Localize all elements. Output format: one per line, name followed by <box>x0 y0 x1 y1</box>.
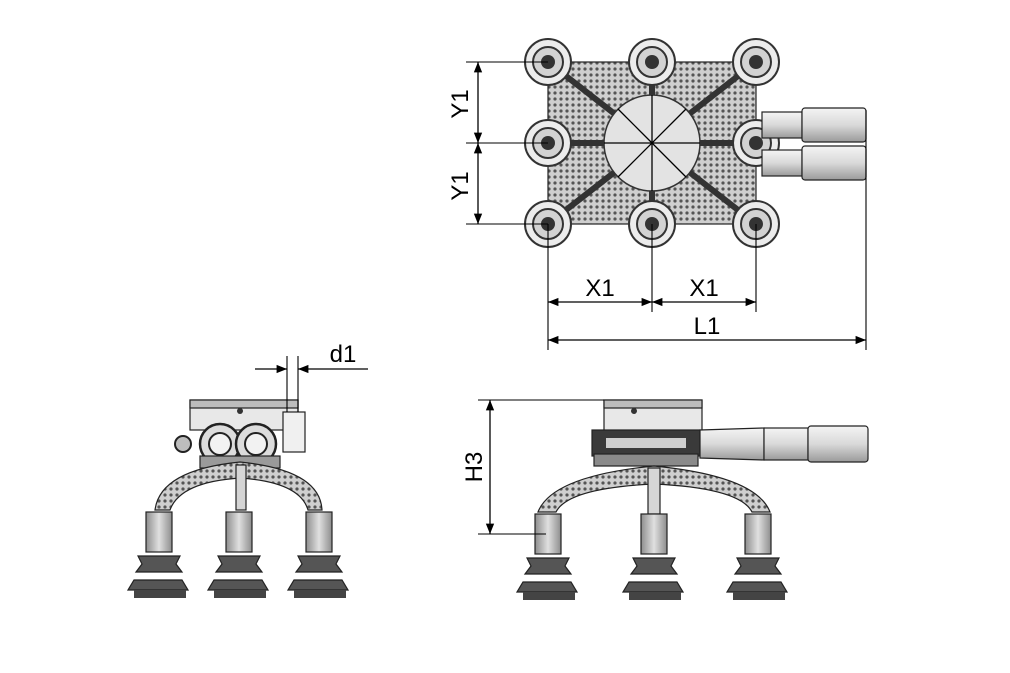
suction-cup-top <box>628 38 676 86</box>
arched-frame <box>154 461 323 511</box>
suction-cup-side <box>206 511 270 598</box>
connector-tube <box>699 425 869 463</box>
side-view-front: H3 <box>461 399 869 600</box>
top-view: Y1 Y1 X1 X1 L1 <box>447 38 867 350</box>
connector-tube-upper <box>761 107 867 143</box>
side-view-left: d1 <box>126 341 368 598</box>
d1-label: d1 <box>330 341 357 368</box>
suction-cup-side <box>515 513 579 600</box>
suction-cup-top <box>524 119 572 167</box>
arched-frame <box>537 465 771 513</box>
y1-lower-label: Y1 <box>447 171 474 200</box>
h3-label: H3 <box>461 452 488 483</box>
y1-upper-label: Y1 <box>447 89 474 118</box>
suction-cup-side <box>126 511 190 598</box>
x1-right-label: X1 <box>689 275 718 302</box>
suction-cup-top <box>732 38 780 86</box>
connector-tube-lower <box>761 145 867 181</box>
l1-label: L1 <box>694 313 721 340</box>
suction-cup-side <box>286 511 350 598</box>
suction-cup-side <box>621 513 685 600</box>
x1-left-label: X1 <box>585 275 614 302</box>
suction-cup-side <box>725 513 789 600</box>
